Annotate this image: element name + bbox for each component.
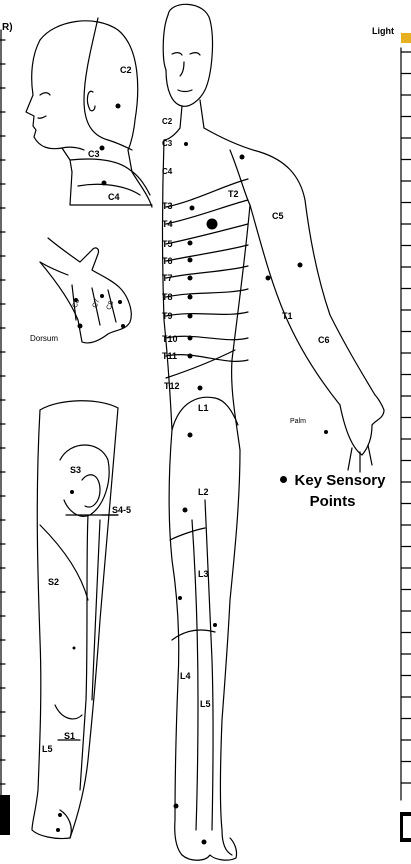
sensory-dot xyxy=(202,840,207,845)
body-label-t12: T12 xyxy=(164,382,180,391)
sensory-dot xyxy=(188,314,193,319)
head-profile-figure xyxy=(26,18,152,207)
body-label-l1: L1 xyxy=(198,404,209,413)
sensory-dot xyxy=(73,647,76,650)
sensory-dot xyxy=(190,206,195,211)
body-label-t11: T11 xyxy=(162,352,177,361)
body-label-t2: T2 xyxy=(228,190,239,199)
sensory-dot xyxy=(188,354,193,359)
sensory-dot xyxy=(116,104,121,109)
sensory-dot xyxy=(56,828,60,832)
sensory-dot xyxy=(178,596,182,600)
sensory-dot xyxy=(266,276,271,281)
leg-label-l5: L5 xyxy=(42,745,53,754)
body-label-l5: L5 xyxy=(200,700,211,709)
body-label-t10: T10 xyxy=(162,335,178,344)
left-form-edge xyxy=(0,30,10,835)
sensory-dot xyxy=(198,386,203,391)
leg-label-s45: S4-5 xyxy=(112,506,131,515)
sensory-dot xyxy=(100,294,104,298)
face-label-c4: C4 xyxy=(108,193,120,202)
sensory-dot xyxy=(324,430,328,434)
leg-label-s2: S2 xyxy=(48,578,59,587)
body-label-palm: Palm xyxy=(290,418,306,425)
body-label-l2: L2 xyxy=(198,488,209,497)
anterior-body-figure xyxy=(163,4,385,860)
body-label-t4: T4 xyxy=(162,220,173,229)
body-label-t5: T5 xyxy=(162,240,173,249)
face-label-c2: C2 xyxy=(120,66,132,75)
hand-label-dorsum: Dorsum xyxy=(30,335,58,343)
leg-label-s1: S1 xyxy=(64,732,75,741)
body-label-l3: L3 xyxy=(198,570,209,579)
legend-line-2: Points xyxy=(270,491,395,512)
sensory-dot xyxy=(183,508,188,513)
sensory-dot xyxy=(100,146,105,151)
corner-right-label: Light xyxy=(372,26,394,36)
sensory-dot xyxy=(188,433,193,438)
key-sensory-points-legend: Key Sensory Points xyxy=(270,470,395,512)
body-label-c4: C4 xyxy=(162,168,172,176)
sensory-dot xyxy=(188,241,193,246)
body-label-t8: T8 xyxy=(162,293,173,302)
body-label-t9: T9 xyxy=(162,312,173,321)
sensory-dot xyxy=(70,490,74,494)
legend-line-1: Key Sensory xyxy=(270,470,395,491)
hand-dorsum-figure xyxy=(40,238,131,343)
sensory-dot xyxy=(188,336,193,341)
legend-dot-icon xyxy=(280,476,287,483)
sensory-dot xyxy=(188,258,193,263)
sensory-dot xyxy=(102,181,107,186)
face-label-c3: C3 xyxy=(88,150,100,159)
body-label-l4: L4 xyxy=(180,672,191,681)
sensory-dot xyxy=(188,295,193,300)
sensory-dot xyxy=(184,142,188,146)
corner-left-label: R) xyxy=(2,22,13,33)
sensory-dot xyxy=(118,300,122,304)
body-label-c6: C6 xyxy=(318,336,330,345)
body-label-c3: C3 xyxy=(162,140,172,148)
body-label-c5: C5 xyxy=(272,212,284,221)
sensory-dot xyxy=(78,324,83,329)
leg-label-s3: S3 xyxy=(70,466,81,475)
sensory-dot xyxy=(188,276,193,281)
right-form-table xyxy=(400,33,411,842)
body-label-t3: T3 xyxy=(162,202,173,211)
body-label-c2: C2 xyxy=(162,118,172,126)
body-label-t7: T7 xyxy=(162,274,173,283)
sensory-dot xyxy=(174,804,179,809)
sensory-dot xyxy=(207,219,218,230)
sensory-dot xyxy=(240,155,245,160)
sensory-dot xyxy=(121,324,125,328)
body-label-t6: T6 xyxy=(162,257,173,266)
sensory-dot xyxy=(298,263,303,268)
sensory-dot xyxy=(213,623,217,627)
body-label-t1: T1 xyxy=(282,312,293,321)
sensory-dot xyxy=(58,813,62,817)
